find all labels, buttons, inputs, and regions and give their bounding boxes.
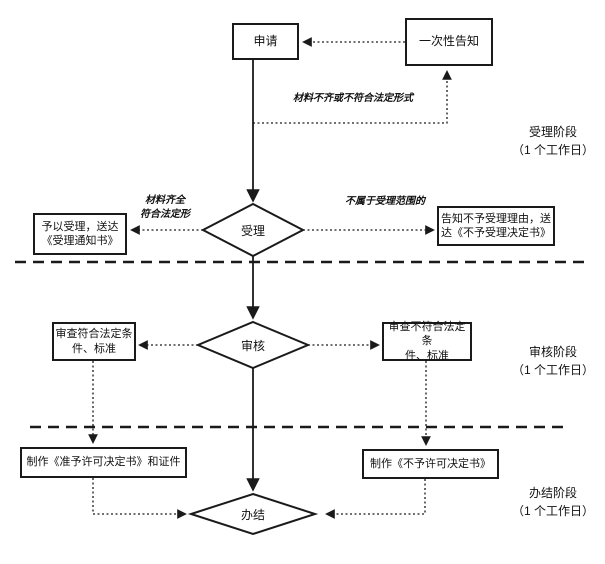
edge-permit-to-complete [92,478,187,519]
node-make-permit: 制作《准予许可决定书》和证件 [20,447,187,478]
node-make-rejection-label: 制作《不予许可决定书》 [370,457,491,470]
stage-label-accept: 受理阶段 （1 个工作日） [503,123,603,159]
node-review-pass-line2: 件、标准 [72,342,116,355]
node-accept-reject-line1: 告知不予受理理由，送 [441,212,551,225]
edge-rejection-to-complete [325,479,426,519]
node-review-fail: 审查不符合法定条 件、标准 [382,321,472,362]
edge-label-materials-incomplete: 材料不齐或不符合法定形式 [293,93,413,104]
node-review-fail-line1: 审查不符合法定条 [388,321,466,348]
node-review-fail-line2: 件、标准 [405,349,449,362]
node-make-rejection: 制作《不予许可决定书》 [362,449,499,479]
stage-review-duration: （1 个工作日） [511,363,594,377]
node-apply: 申请 [232,23,299,60]
stage-label-review: 审核阶段 （1 个工作日） [503,343,603,379]
node-one-time-notice-label: 一次性告知 [418,34,479,49]
node-accept-grant-line1: 予以受理，送达 [41,220,119,233]
complete-diamond [187,492,319,536]
node-make-permit-label: 制作《准予许可决定书》和证件 [26,456,181,469]
stage-complete-duration: （1 个工作日） [511,504,594,518]
node-accept-reject: 告知不予受理理由，送 达《不予受理决定书》 [437,206,555,246]
edge-label-not-in-scope: 不属于受理范围的 [345,196,425,207]
stage-accept-name: 受理阶段 [528,125,577,139]
stage-review-name: 审核阶段 [528,345,577,359]
edge-incomplete-to-notice [253,70,452,124]
node-review-pass: 审查符合法定条 件、标准 [52,322,136,361]
node-accept-grant: 予以受理，送达 《受理通知书》 [33,213,127,255]
node-apply-label: 申请 [253,33,278,48]
review-diamond [195,320,311,370]
edge-label-materials-complete: 材料齐全 符合法定形 [133,194,197,221]
stage-accept-duration: （1 个工作日） [511,143,594,157]
node-accept-reject-line2: 达《不予受理决定书》 [441,227,551,239]
node-accept-grant-line2: 《受理通知书》 [41,235,119,247]
edge-label-materials-complete-line2: 符合法定形 [140,208,190,220]
node-one-time-notice: 一次性告知 [405,18,493,66]
node-review-pass-line1: 审查符合法定条 [55,328,133,341]
stage-complete-name: 办结阶段 [528,486,577,500]
accept-diamond [200,202,306,258]
edge-label-materials-complete-line1: 材料齐全 [145,195,185,206]
stage-label-complete: 办结阶段 （1 个工作日） [503,484,603,520]
